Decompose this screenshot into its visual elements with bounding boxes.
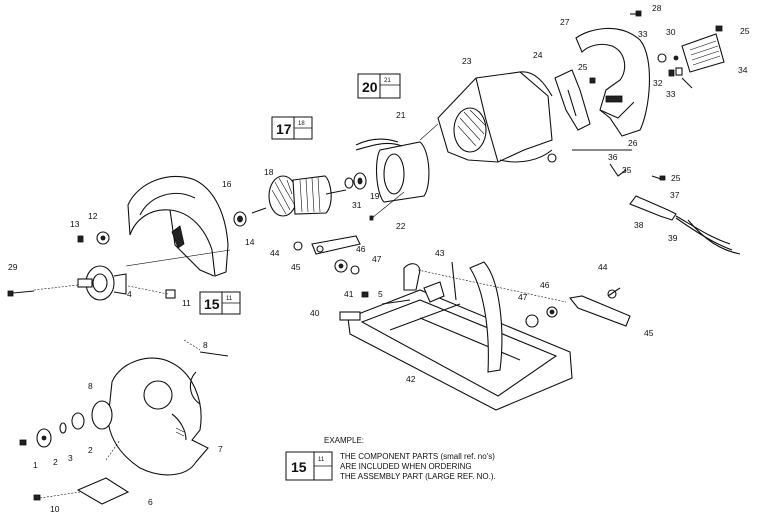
assembly-number-17: 17 xyxy=(276,121,292,137)
callout-3: 3 xyxy=(68,453,73,463)
callout-12: 12 xyxy=(88,211,98,221)
callout-34: 34 xyxy=(738,65,748,75)
bracket-6 xyxy=(33,477,130,505)
screw-28 xyxy=(630,10,642,17)
callout-19: 19 xyxy=(370,191,380,201)
assembly-number-20: 20 xyxy=(362,79,378,95)
parts-40-41-5 xyxy=(339,291,411,321)
callout-22: 22 xyxy=(396,221,406,231)
callout-37: 37 xyxy=(670,190,680,200)
callout-39: 39 xyxy=(668,233,678,243)
example-box-number: 15 xyxy=(291,459,307,475)
callout-13: 13 xyxy=(70,219,80,229)
callout-33: 33 xyxy=(666,89,676,99)
callout-45: 45 xyxy=(644,328,654,338)
bearing-19 xyxy=(353,172,367,190)
callout-44: 44 xyxy=(270,248,280,258)
armature-17 xyxy=(251,175,347,217)
callout-26: 26 xyxy=(628,138,638,148)
example-line-1: THE COMPONENT PARTS (small ref. no's) xyxy=(340,452,495,461)
callout-29: 29 xyxy=(8,262,18,272)
switch-24 xyxy=(554,69,591,131)
callout-25: 25 xyxy=(578,62,588,72)
callout-30: 30 xyxy=(666,27,676,37)
callout-31: 31 xyxy=(352,200,362,210)
callout-44: 44 xyxy=(598,262,608,272)
depth-link-right xyxy=(525,287,631,328)
washer-12 xyxy=(96,231,110,245)
callout-4: 4 xyxy=(127,289,132,299)
assembly-number-15: 15 xyxy=(204,296,220,312)
callout-10: 10 xyxy=(50,504,60,514)
callout-14: 14 xyxy=(245,237,255,247)
callout-labels: 1 2 3 2 4 5 6 7 8 8 10 11 12 13 14 16 18… xyxy=(8,3,750,514)
callout-35: 35 xyxy=(622,165,632,175)
nameplate-34 xyxy=(681,33,725,73)
callout-23: 23 xyxy=(462,56,472,66)
callout-24: 24 xyxy=(533,50,543,60)
strain-relief-30 xyxy=(657,25,723,63)
clamp-washers xyxy=(19,412,85,448)
bearing-16 xyxy=(233,211,247,227)
callout-47: 47 xyxy=(518,292,528,302)
example-line-2: ARE INCLUDED WHEN ORDERING xyxy=(340,462,472,471)
callout-40: 40 xyxy=(310,308,320,318)
spring-8-upper xyxy=(189,351,229,405)
callout-6: 6 xyxy=(148,497,153,507)
example-heading: EXAMPLE: xyxy=(324,436,364,445)
callout-46: 46 xyxy=(540,280,550,290)
bolt-29 xyxy=(7,290,35,297)
example-line-3: THE ASSEMBLY PART (LARGE REF. NO.). xyxy=(340,472,496,481)
callout-5: 5 xyxy=(378,289,383,299)
callout-43: 43 xyxy=(435,248,445,258)
screw-13 xyxy=(77,235,84,243)
handle-27 xyxy=(575,27,650,137)
callout-1: 1 xyxy=(33,460,38,470)
assembly-box-17: 17 18 xyxy=(271,116,313,140)
cord-38 xyxy=(572,149,741,255)
callout-21: 21 xyxy=(396,110,406,120)
callout-41: 41 xyxy=(344,289,354,299)
field-assembly-20 xyxy=(355,138,430,221)
callout-42: 42 xyxy=(406,374,416,384)
ring-8-lower xyxy=(91,400,113,430)
base-plate-42 xyxy=(347,261,573,411)
assembly-component-21: 21 xyxy=(384,78,391,84)
depth-link-center xyxy=(293,235,361,275)
callout-32: 32 xyxy=(653,78,663,88)
callout-16: 16 xyxy=(222,179,232,189)
callout-25: 25 xyxy=(740,26,750,36)
motor-housing-23 xyxy=(437,71,557,163)
screw-25-upper xyxy=(589,77,596,84)
callout-38: 38 xyxy=(634,220,644,230)
callout-28: 28 xyxy=(652,3,662,13)
callout-25: 25 xyxy=(671,173,681,183)
callout-8: 8 xyxy=(203,340,208,350)
assembly-box-20: 20 21 xyxy=(357,73,401,99)
callout-11: 11 xyxy=(182,298,191,308)
bearing-31 xyxy=(344,177,354,189)
upper-blade-guard xyxy=(127,176,229,277)
callout-45: 45 xyxy=(291,262,301,272)
example-legend: EXAMPLE: 15 11 THE COMPONENT PARTS (smal… xyxy=(285,436,496,481)
callout-36: 36 xyxy=(608,152,618,162)
lower-blade-guard-7 xyxy=(107,357,209,476)
assembly-component-18: 18 xyxy=(298,121,305,127)
callout-8: 8 xyxy=(88,381,93,391)
assembly-box-15: 15 11 xyxy=(199,291,241,315)
callout-2: 2 xyxy=(53,457,58,467)
callout-33: 33 xyxy=(638,29,648,39)
example-box-component: 11 xyxy=(318,457,325,463)
callout-46: 46 xyxy=(356,244,366,254)
spindle-assembly xyxy=(77,265,127,301)
screws-32-33 xyxy=(668,67,693,89)
nut-11 xyxy=(165,289,176,299)
assembly-component-11: 11 xyxy=(226,296,233,302)
callout-7: 7 xyxy=(218,444,223,454)
callout-18: 18 xyxy=(264,167,274,177)
callout-2: 2 xyxy=(88,445,93,455)
callout-47: 47 xyxy=(372,254,382,264)
callout-27: 27 xyxy=(560,17,570,27)
